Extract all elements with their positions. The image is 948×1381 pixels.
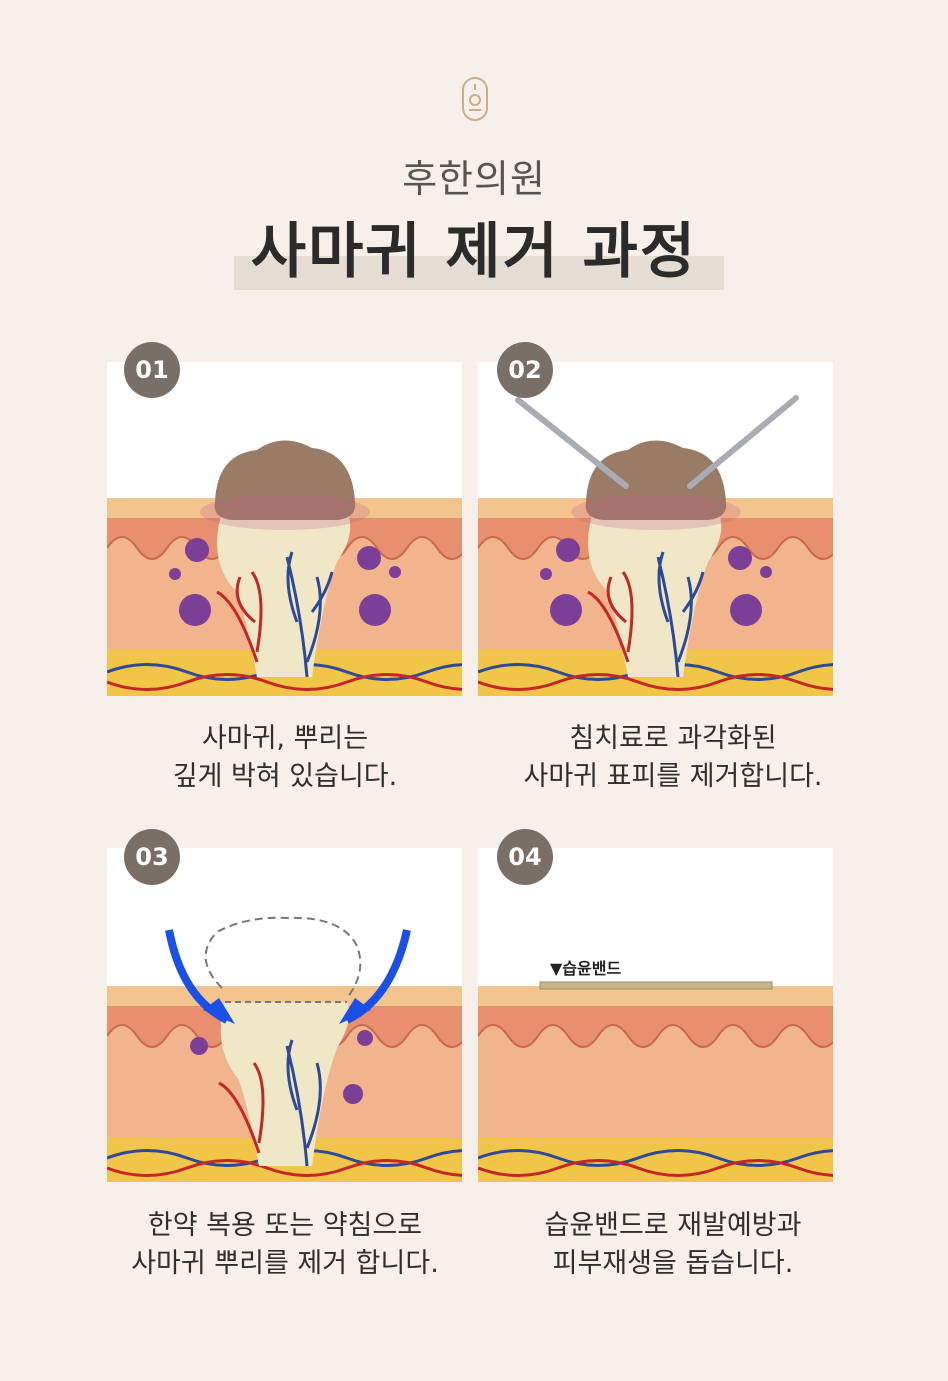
step-2-illustration — [478, 362, 833, 696]
step-1-caption-line2: 깊게 박혀 있습니다. — [172, 761, 398, 792]
step-1-badge: 01 — [124, 342, 180, 398]
clinic-logo-icon — [462, 77, 488, 121]
clinic-name: 후한의원 — [402, 157, 546, 201]
step-4-caption: 습윤밴드로 재발예방과 피부재생을 돕습니다. — [463, 1207, 883, 1283]
step-3-badge: 03 — [124, 829, 180, 885]
step-1-illustration — [107, 362, 462, 696]
step-2-badge: 02 — [497, 342, 553, 398]
step-4-caption-line2: 피부재생을 돕습니다. — [552, 1248, 794, 1279]
page-title: 사마귀 제거 과정 — [250, 217, 698, 287]
step-2-caption: 침치료로 과각화된 사마귀 표피를 제거합니다. — [463, 720, 883, 796]
step-2-caption-line1: 침치료로 과각화된 — [569, 723, 777, 754]
page-title-wrap: 사마귀 제거 과정 — [0, 212, 948, 292]
step-3-caption: 한약 복용 또는 약침으로 사마귀 뿌리를 제거 합니다. — [75, 1207, 495, 1283]
title-highlight — [234, 256, 724, 290]
step-3-caption-line2: 사마귀 뿌리를 제거 합니다. — [131, 1248, 439, 1279]
step-3-caption-line1: 한약 복용 또는 약침으로 — [147, 1210, 423, 1241]
step-4-illustration — [478, 848, 833, 1182]
moist-band-label: ▼습윤밴드 — [550, 959, 622, 978]
step-1-caption-line1: 사마귀, 뿌리는 — [201, 723, 369, 754]
step-2-caption-line2: 사마귀 표피를 제거합니다. — [523, 761, 823, 792]
step-1-caption: 사마귀, 뿌리는 깊게 박혀 있습니다. — [75, 720, 495, 796]
step-4-badge: 04 — [497, 829, 553, 885]
step-4-caption-line1: 습윤밴드로 재발예방과 — [544, 1210, 802, 1241]
step-3-illustration — [107, 848, 462, 1182]
